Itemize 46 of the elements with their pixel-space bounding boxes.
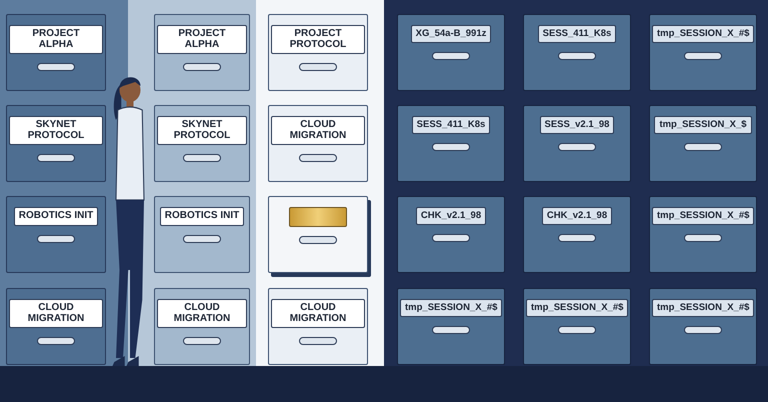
drawer-label: ROBOTICS INIT <box>14 207 98 226</box>
drawer-label: tmp_SESSION_X_#$ <box>400 299 502 317</box>
drawer-label: PROJECT ALPHA <box>157 25 247 54</box>
drawer-label: CHK_v2.1_98 <box>542 207 612 225</box>
drawer-label: SESS_411_K8s <box>412 116 490 134</box>
file-drawer <box>154 105 250 182</box>
file-drawer <box>6 105 106 182</box>
file-drawer <box>523 288 631 365</box>
file-drawer <box>268 14 368 91</box>
file-drawer <box>397 105 505 182</box>
drawer-label: CLOUD MIGRATION <box>157 299 247 328</box>
file-drawer <box>523 196 631 273</box>
drawer-label: PROJECT ALPHA <box>9 25 103 54</box>
file-drawer <box>154 14 250 91</box>
file-drawer <box>397 288 505 365</box>
drawer-label: tmp_SESSION_X_#$ <box>652 207 754 225</box>
drawer-label: tmp_SESSION_X_#$ <box>526 299 628 317</box>
drawer-label: ROBOTICS INIT <box>160 207 244 226</box>
drawer-label: CLOUD MIGRATION <box>271 116 365 145</box>
file-drawer <box>268 288 368 365</box>
drawer-label: CHK_v2.1_98 <box>416 207 486 225</box>
drawer-label: CLOUD MIGRATION <box>9 299 103 328</box>
file-drawer <box>649 288 757 365</box>
drawer-label: PROJECT PROTOCOL <box>271 25 365 54</box>
drawer-label: SKYNET PROTOCOL <box>157 116 247 145</box>
file-drawer <box>6 14 106 91</box>
file-drawer <box>397 14 505 91</box>
drawer-label: SESS_v2.1_98 <box>540 116 614 134</box>
file-drawer <box>523 14 631 91</box>
file-drawer <box>6 288 106 365</box>
file-drawer <box>649 196 757 273</box>
drawer-label: CLOUD MIGRATION <box>271 299 365 328</box>
drawer-label: SKYNET PROTOCOL <box>9 116 103 145</box>
file-drawer <box>6 196 106 273</box>
file-drawer <box>523 105 631 182</box>
file-drawer <box>154 288 250 365</box>
drawer-label: XG_54a-B_991z <box>410 25 492 43</box>
drawer-label: SESS_411_K8s <box>538 25 616 43</box>
file-drawer <box>397 196 505 273</box>
drawer-label: tmp_SESSION_X_#$ <box>652 299 754 317</box>
file-drawer <box>649 105 757 182</box>
file-drawer <box>268 105 368 182</box>
drawer-label: tmp_SESSION_X_$ <box>654 116 752 134</box>
file-drawer <box>649 14 757 91</box>
file-drawer <box>154 196 250 273</box>
drawer-label: tmp_SESSION_X_#$ <box>652 25 754 43</box>
